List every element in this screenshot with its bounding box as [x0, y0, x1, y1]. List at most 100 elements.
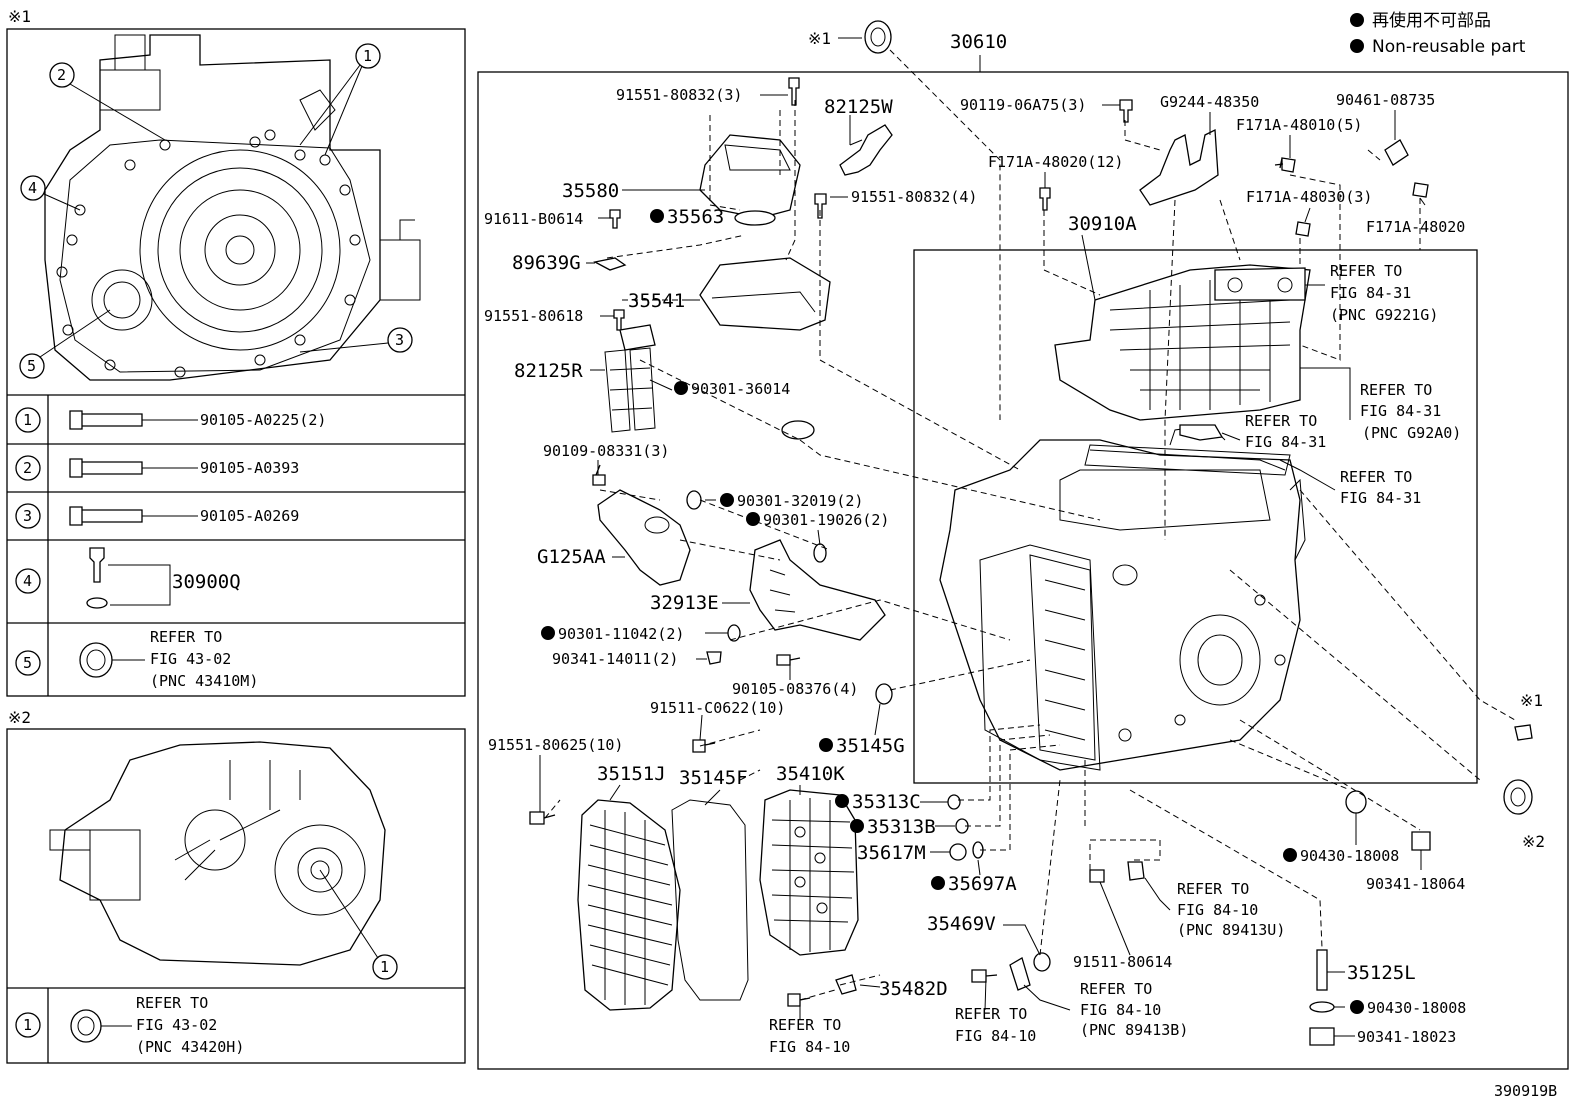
part-label: F171A-48020(12)	[988, 153, 1123, 171]
part-label: 90109-08331(3)	[543, 442, 669, 460]
legend: 再使用不可部品 Non-reusable part	[1350, 10, 1526, 57]
breather-plug-icon	[1384, 139, 1409, 166]
svg-text:(PNC 43410M): (PNC 43410M)	[150, 672, 258, 690]
svg-text:REFER TO: REFER TO	[136, 994, 208, 1012]
part-label: 91551-80618	[484, 307, 583, 325]
ref-note: REFER TO FIG 84-31	[1340, 468, 1421, 507]
oil-seal-icon	[1503, 779, 1533, 815]
svg-text:4: 4	[23, 572, 32, 590]
part-label: 91551-80625(10)	[488, 736, 623, 754]
part-label: 90341-18023	[1357, 1028, 1456, 1046]
table-row: 4 30900Q	[15, 547, 241, 609]
bolt-icon	[1295, 221, 1311, 237]
side-panel-1: ※1 1	[6, 7, 466, 697]
legend-en: Non-reusable part	[1372, 37, 1526, 57]
solenoid-cover-illustration	[699, 134, 801, 226]
svg-text:FIG 84-10: FIG 84-10	[769, 1038, 850, 1056]
part-90105-A0393: 90105-A0393	[200, 459, 299, 477]
non-reusable-dot-icon	[650, 209, 664, 223]
svg-text:FIG 84-10: FIG 84-10	[1080, 1001, 1161, 1019]
part-label: 90341-18064	[1366, 875, 1465, 893]
callout-1: 1	[319, 869, 398, 980]
callout-2: 2	[49, 62, 166, 141]
svg-text:3: 3	[23, 507, 32, 525]
callout-3: 3	[299, 327, 413, 353]
part-label: 90301-11042(2)	[558, 625, 684, 643]
part-label: 90301-36014	[691, 380, 790, 398]
svg-text:REFER TO: REFER TO	[1340, 468, 1412, 486]
ref-note: REFER TO FIG 84-31 (PNC G9221G)	[1330, 262, 1438, 324]
panel-1-mark: ※1	[8, 7, 31, 26]
part-label: 90301-32019(2)	[737, 492, 863, 510]
part-label: 35541	[628, 290, 685, 312]
ref-mark-1: ※1	[808, 29, 831, 48]
part-label: 35617M	[857, 842, 926, 864]
part-label: G125AA	[537, 546, 606, 568]
diagram-code: 390919B	[1494, 1082, 1557, 1099]
svg-text:5: 5	[23, 654, 32, 672]
svg-text:(PNC 89413U): (PNC 89413U)	[1177, 921, 1285, 939]
svg-text:2: 2	[57, 66, 66, 84]
svg-text:REFER TO: REFER TO	[1360, 381, 1432, 399]
table-row: 3 90105-A0269	[15, 503, 299, 529]
part-label: 90301-19026(2)	[763, 511, 889, 529]
part-label: 90341-14011(2)	[552, 650, 678, 668]
bolt-icon	[592, 464, 606, 486]
bolt-icon	[788, 77, 800, 106]
panel-2-mark: ※2	[8, 708, 31, 727]
case-number: 30910A	[1068, 213, 1137, 235]
part-label: 82125W	[824, 96, 893, 118]
oil-seal-icon	[864, 20, 892, 54]
ref-note: REFER TO FIG 84-31 (PNC G92A0)	[1360, 381, 1461, 442]
svg-text:REFER TO: REFER TO	[769, 1016, 841, 1034]
svg-text:(PNC 89413B): (PNC 89413B)	[1080, 1021, 1188, 1039]
svg-text:FIG 84-31: FIG 84-31	[1340, 489, 1421, 507]
part-label: 90430-18008	[1367, 999, 1466, 1017]
table-row: 1 90105-A0225(2)	[15, 407, 326, 433]
part-label: 90119-06A75(3)	[960, 96, 1086, 114]
oil-pan-illustration	[577, 799, 681, 1011]
svg-text:(PNC 43420H): (PNC 43420H)	[136, 1038, 244, 1056]
part-label: 35125L	[1347, 962, 1416, 984]
svg-text:5: 5	[27, 357, 36, 375]
ref-note: REFER TO FIG 84-10 (PNC 89413U)	[1177, 880, 1285, 939]
transaxle-front-view	[44, 34, 421, 381]
non-reusable-dot-icon	[819, 738, 833, 752]
svg-text:1: 1	[380, 958, 389, 976]
svg-text:REFER TO: REFER TO	[1177, 880, 1249, 898]
part-label: 35563	[667, 206, 724, 228]
bolt-icon	[1412, 182, 1429, 198]
part-label: 91611-B0614	[484, 210, 583, 228]
part-label: F171A-48010(5)	[1236, 116, 1362, 134]
svg-text:(PNC G92A0): (PNC G92A0)	[1362, 424, 1461, 442]
part-label: F171A-48030(3)	[1246, 188, 1372, 206]
bolt-icon	[1119, 99, 1133, 123]
part-label: F171A-48020	[1366, 218, 1465, 236]
part-label: 35469V	[927, 913, 996, 935]
part-label: 32913E	[650, 592, 719, 614]
svg-text:FIG 84-31: FIG 84-31	[1360, 402, 1441, 420]
callout-1: 1	[299, 43, 381, 156]
svg-text:FIG 84-10: FIG 84-10	[955, 1027, 1036, 1045]
part-label: 91551-80832(4)	[851, 188, 977, 206]
assembly-number: 30610	[950, 31, 1007, 53]
part-label: 35482D	[879, 978, 948, 1000]
svg-text:REFER TO: REFER TO	[1245, 412, 1317, 430]
svg-text:1: 1	[363, 47, 372, 65]
bolt-icon	[609, 209, 621, 229]
part-30900Q: 30900Q	[172, 571, 241, 593]
part-label: 35313C	[852, 791, 921, 813]
svg-text:REFER TO: REFER TO	[1330, 262, 1402, 280]
part-label: 91511-80614	[1073, 953, 1172, 971]
valve-body-illustration	[1054, 264, 1311, 476]
table-row: 2 90105-A0393	[15, 455, 299, 481]
part-label: 82125R	[514, 360, 583, 382]
part-90105-A0225: 90105-A0225(2)	[200, 411, 326, 429]
svg-text:REFER TO: REFER TO	[1080, 980, 1152, 998]
valve-assembly-illustration	[759, 789, 859, 956]
ref-mark-1-right: ※1	[1520, 691, 1543, 710]
part-label: G9244-48350	[1160, 93, 1259, 111]
ref-note: REFER TO FIG 84-31	[1245, 412, 1326, 451]
transmission-case-illustration	[939, 424, 1306, 771]
